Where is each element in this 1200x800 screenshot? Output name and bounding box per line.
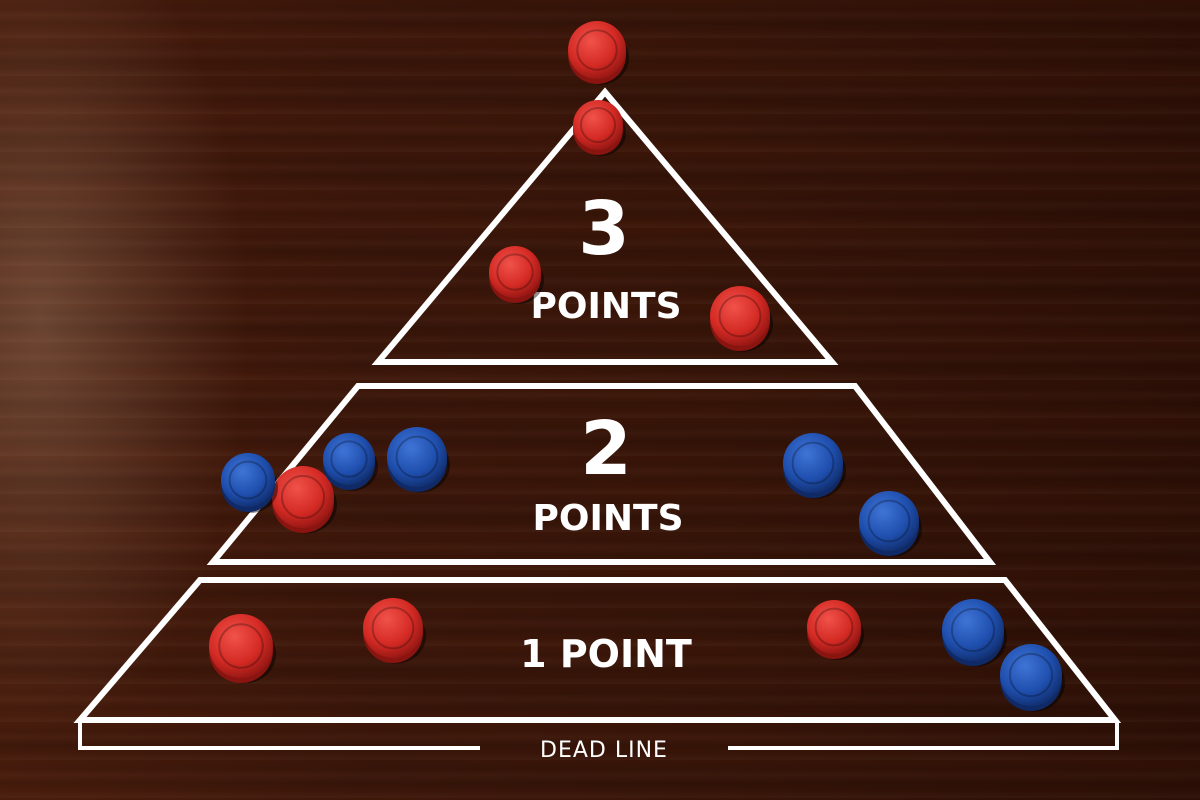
one-zone-label: 1 POINT: [520, 632, 692, 676]
blue-puck: [1000, 644, 1065, 712]
red-puck: [573, 100, 626, 156]
three-zone-word: POINTS: [531, 286, 682, 327]
red-puck: [363, 598, 426, 664]
three-zone-number: 3: [578, 186, 630, 272]
blue-puck: [859, 491, 922, 557]
blue-puck: [323, 433, 378, 491]
puck-layer: [209, 21, 1065, 712]
blue-puck: [783, 433, 846, 499]
red-puck: [710, 286, 773, 352]
dead-line-label: DEAD LINE: [540, 738, 668, 763]
blue-puck: [387, 427, 450, 493]
two-zone-word: POINTS: [533, 498, 684, 539]
red-puck: [272, 466, 337, 534]
red-puck: [807, 600, 864, 660]
dead-line-right: [728, 720, 1119, 750]
red-puck: [209, 614, 276, 684]
red-puck: [489, 246, 544, 304]
blue-puck: [942, 599, 1007, 667]
blue-puck: [221, 453, 278, 513]
two-zone-number: 2: [580, 406, 632, 492]
dead-line-left: [78, 720, 480, 750]
red-puck: [568, 21, 629, 85]
three-point-zone: [371, 87, 839, 365]
